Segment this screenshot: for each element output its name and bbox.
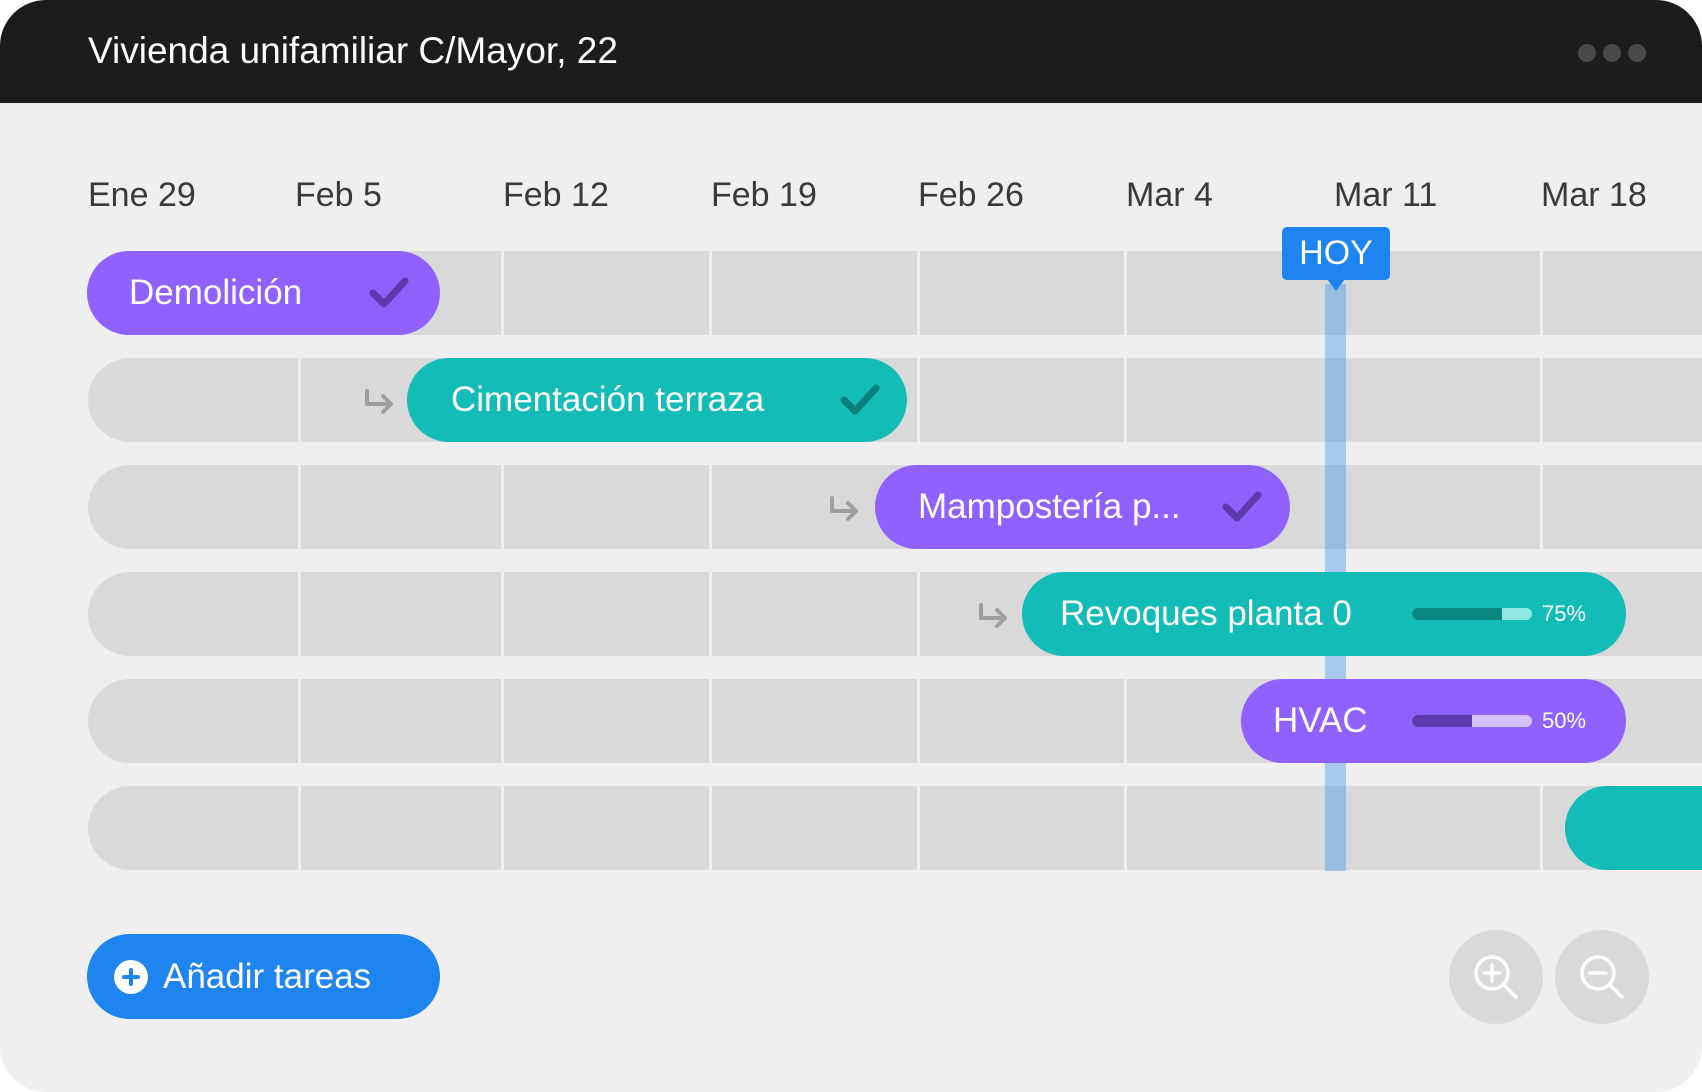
grid-line [501,679,504,763]
date-label: Feb 12 [503,176,609,214]
grid-line [709,572,712,656]
dependency-arrow-icon [365,389,393,414]
grid-line [501,572,504,656]
menu-dot [1578,44,1596,62]
grid-line [709,251,712,335]
task-lane [88,786,1702,870]
today-marker: HOY [1282,227,1390,291]
date-label: Feb 19 [711,176,817,214]
task-label: Cimentación terraza [451,380,765,419]
grid-line [1540,465,1543,549]
grid-line [298,358,301,442]
grid-line [709,786,712,870]
menu-dot [1628,44,1646,62]
task-bar-hvac[interactable]: HVAC 50% [1241,679,1626,763]
grid-line [1540,251,1543,335]
task-bar-demolicion[interactable]: Demolición [87,251,440,335]
task-bar-revoques-planta-0[interactable]: Revoques planta 0 75% [1022,572,1626,656]
progress-fill [1412,608,1502,620]
grid-line [917,679,920,763]
grid-line [1124,251,1127,335]
check-icon [840,384,880,415]
grid-line [501,786,504,870]
title-bar: Vivienda unifamiliar C/Mayor, 22 [0,0,1702,103]
progress-bar [1412,715,1532,727]
grid-line [1540,786,1543,870]
grid-line [709,679,712,763]
zoom-in-icon [1474,955,1518,999]
progress-percent: 75% [1542,601,1587,626]
grid-line [501,251,504,335]
date-label: Feb 5 [295,176,382,214]
menu-dot [1603,44,1621,62]
date-label: Ene 29 [88,176,196,214]
progress-fill [1412,715,1472,727]
grid-line [917,786,920,870]
date-label: Feb 26 [918,176,1024,214]
progress-bar [1412,608,1532,620]
dependency-arrow-icon [830,496,858,521]
grid-line [1124,679,1127,763]
task-label: Mampostería p... [918,487,1181,526]
task-label: HVAC [1273,701,1368,740]
grid-line [298,465,301,549]
add-tasks-button[interactable]: Añadir tareas [87,934,440,1019]
zoom-out-button[interactable] [1555,930,1649,1024]
check-icon [1222,491,1262,522]
add-tasks-label: Añadir tareas [163,957,372,996]
date-label: Mar 11 [1334,176,1438,214]
task-label: Demolición [129,273,303,312]
grid-line [298,572,301,656]
grid-line [298,679,301,763]
date-label: Mar 4 [1126,176,1213,214]
grid-line [298,786,301,870]
grid-line [1540,358,1543,442]
date-label: Mar 18 [1541,176,1647,214]
project-title: Vivienda unifamiliar C/Mayor, 22 [88,30,618,71]
grid-line [917,358,920,442]
grid-line [709,465,712,549]
grid-line [917,572,920,656]
more-horizontal-icon[interactable] [1578,44,1648,62]
grid-line [1124,358,1127,442]
zoom-out-icon [1580,955,1624,999]
task-bar-next[interactable] [1565,786,1702,870]
check-icon [369,277,409,308]
grid-line [1124,786,1127,870]
grid-line [917,251,920,335]
plus-circle-icon [114,960,148,994]
task-bar-mamposteria[interactable]: Mampostería p... [875,465,1290,549]
progress-percent: 50% [1542,708,1587,733]
dependency-arrow-icon [979,603,1007,628]
zoom-in-button[interactable] [1449,930,1543,1024]
task-label: Revoques planta 0 [1060,594,1352,633]
grid-line [501,465,504,549]
task-bar-cimentacion-terraza[interactable]: Cimentación terraza [407,358,907,442]
